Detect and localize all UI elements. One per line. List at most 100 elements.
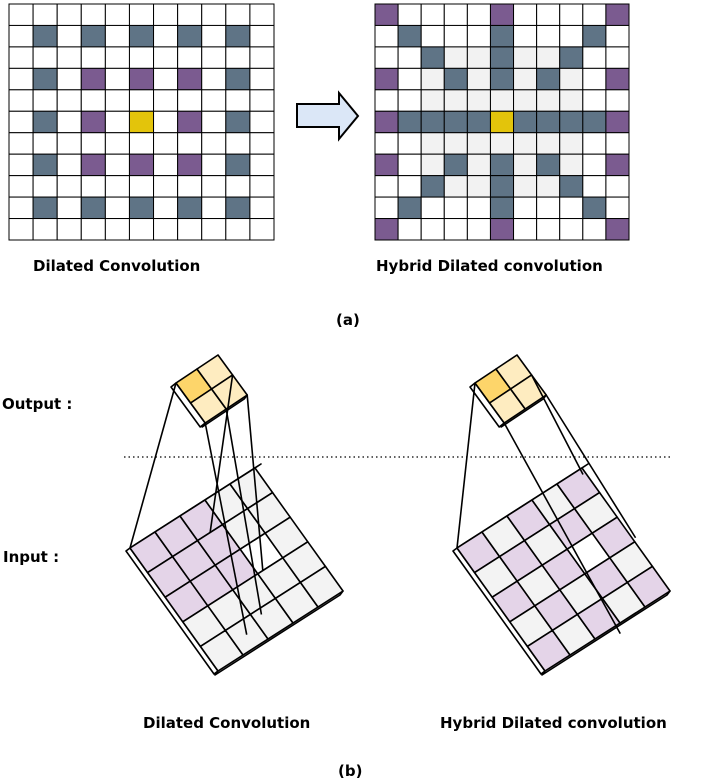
grid-cell — [582, 46, 607, 69]
purple-cell — [489, 3, 515, 26]
grid-cell — [153, 67, 179, 91]
grid-cell — [420, 196, 445, 220]
slate-cell — [536, 110, 561, 134]
purple-cell — [605, 218, 630, 241]
purple-cell — [128, 67, 155, 91]
grid-cell — [201, 46, 227, 69]
grid-cell — [513, 196, 538, 220]
grid-cell — [104, 218, 130, 241]
slate-cell — [489, 67, 515, 91]
grid-cell — [8, 46, 34, 69]
purple-cell — [177, 110, 203, 134]
light-cell — [466, 46, 491, 69]
slate-cell — [536, 67, 561, 91]
dilated-grid — [8, 3, 275, 241]
grid-cell — [8, 24, 34, 48]
grid-cell — [605, 196, 630, 220]
purple-cell — [605, 3, 630, 26]
slate-cell — [32, 196, 58, 220]
grid-cell — [56, 132, 82, 155]
grid-cell — [536, 24, 561, 48]
grid-cell — [466, 24, 491, 48]
light-cell — [443, 46, 468, 69]
slate-cell — [32, 110, 58, 134]
grid-cell — [249, 67, 275, 91]
grid-cell — [8, 67, 34, 91]
grid-cell — [153, 218, 179, 241]
grid-cell — [80, 218, 106, 241]
panel-a-left-caption: Dilated Convolution — [33, 257, 201, 275]
grid-cell — [177, 175, 203, 198]
slate-cell — [443, 67, 468, 91]
grid-cell — [177, 89, 203, 112]
light-cell — [536, 132, 561, 155]
slate-cell — [397, 24, 422, 48]
grid-cell — [397, 132, 422, 155]
grid-cell — [225, 3, 251, 26]
slate-cell — [225, 153, 251, 177]
grid-cell — [605, 175, 630, 198]
right-arrow-icon — [296, 90, 360, 142]
slate-cell — [80, 196, 106, 220]
grid-cell — [249, 153, 275, 177]
light-cell — [559, 153, 584, 177]
light-cell — [420, 132, 445, 155]
grid-cell — [559, 196, 584, 220]
light-cell — [536, 46, 561, 69]
highlighted-input-cell — [626, 565, 671, 608]
grid-cell — [513, 218, 538, 241]
grid-cell — [374, 196, 399, 220]
grid-cell — [559, 3, 584, 26]
purple-cell — [605, 110, 630, 134]
light-cell — [513, 175, 538, 198]
grid-cell — [32, 132, 58, 155]
slate-cell — [489, 196, 515, 220]
grid-cell — [128, 3, 155, 26]
grid-cell — [8, 218, 34, 241]
light-cell — [536, 175, 561, 198]
purple-cell — [128, 153, 155, 177]
grid-cell — [201, 110, 227, 134]
grid-cell — [32, 3, 58, 26]
grid-cell — [420, 24, 445, 48]
grid-cell — [56, 24, 82, 48]
grid-cell — [582, 67, 607, 91]
grid-cell — [56, 175, 82, 198]
light-cell — [466, 175, 491, 198]
grid-cell — [104, 132, 130, 155]
panel-a-label: (a) — [336, 311, 360, 329]
grid-cell — [104, 196, 130, 220]
grid-cell — [8, 89, 34, 112]
grid-cell — [153, 46, 179, 69]
grid-cell — [128, 175, 155, 198]
grid-cell — [420, 3, 445, 26]
light-cell — [466, 67, 491, 91]
slate-cell — [32, 24, 58, 48]
grid-cell — [536, 196, 561, 220]
grid-cell — [374, 46, 399, 69]
hybrid-cube-diagram — [452, 354, 671, 676]
grid-cell — [104, 67, 130, 91]
purple-cell — [374, 218, 399, 241]
grid-cell — [153, 110, 179, 134]
panel-b-label: (b) — [338, 762, 363, 780]
projection-line — [204, 422, 248, 635]
grid-cell — [153, 132, 179, 155]
grid-cell — [443, 3, 468, 26]
center-cell — [128, 110, 155, 134]
grid-cell — [56, 218, 82, 241]
grid-cell — [32, 218, 58, 241]
grid-cell — [582, 175, 607, 198]
grid-cell — [605, 24, 630, 48]
light-cell — [513, 46, 538, 69]
grid-cell — [153, 196, 179, 220]
grid-cell — [153, 3, 179, 26]
light-cell — [513, 153, 538, 177]
light-cell — [559, 132, 584, 155]
grid-cell — [80, 46, 106, 69]
grid-cell — [582, 89, 607, 112]
grid-cell — [80, 3, 106, 26]
grid-cell — [32, 46, 58, 69]
light-cell — [443, 132, 468, 155]
slate-cell — [536, 153, 561, 177]
